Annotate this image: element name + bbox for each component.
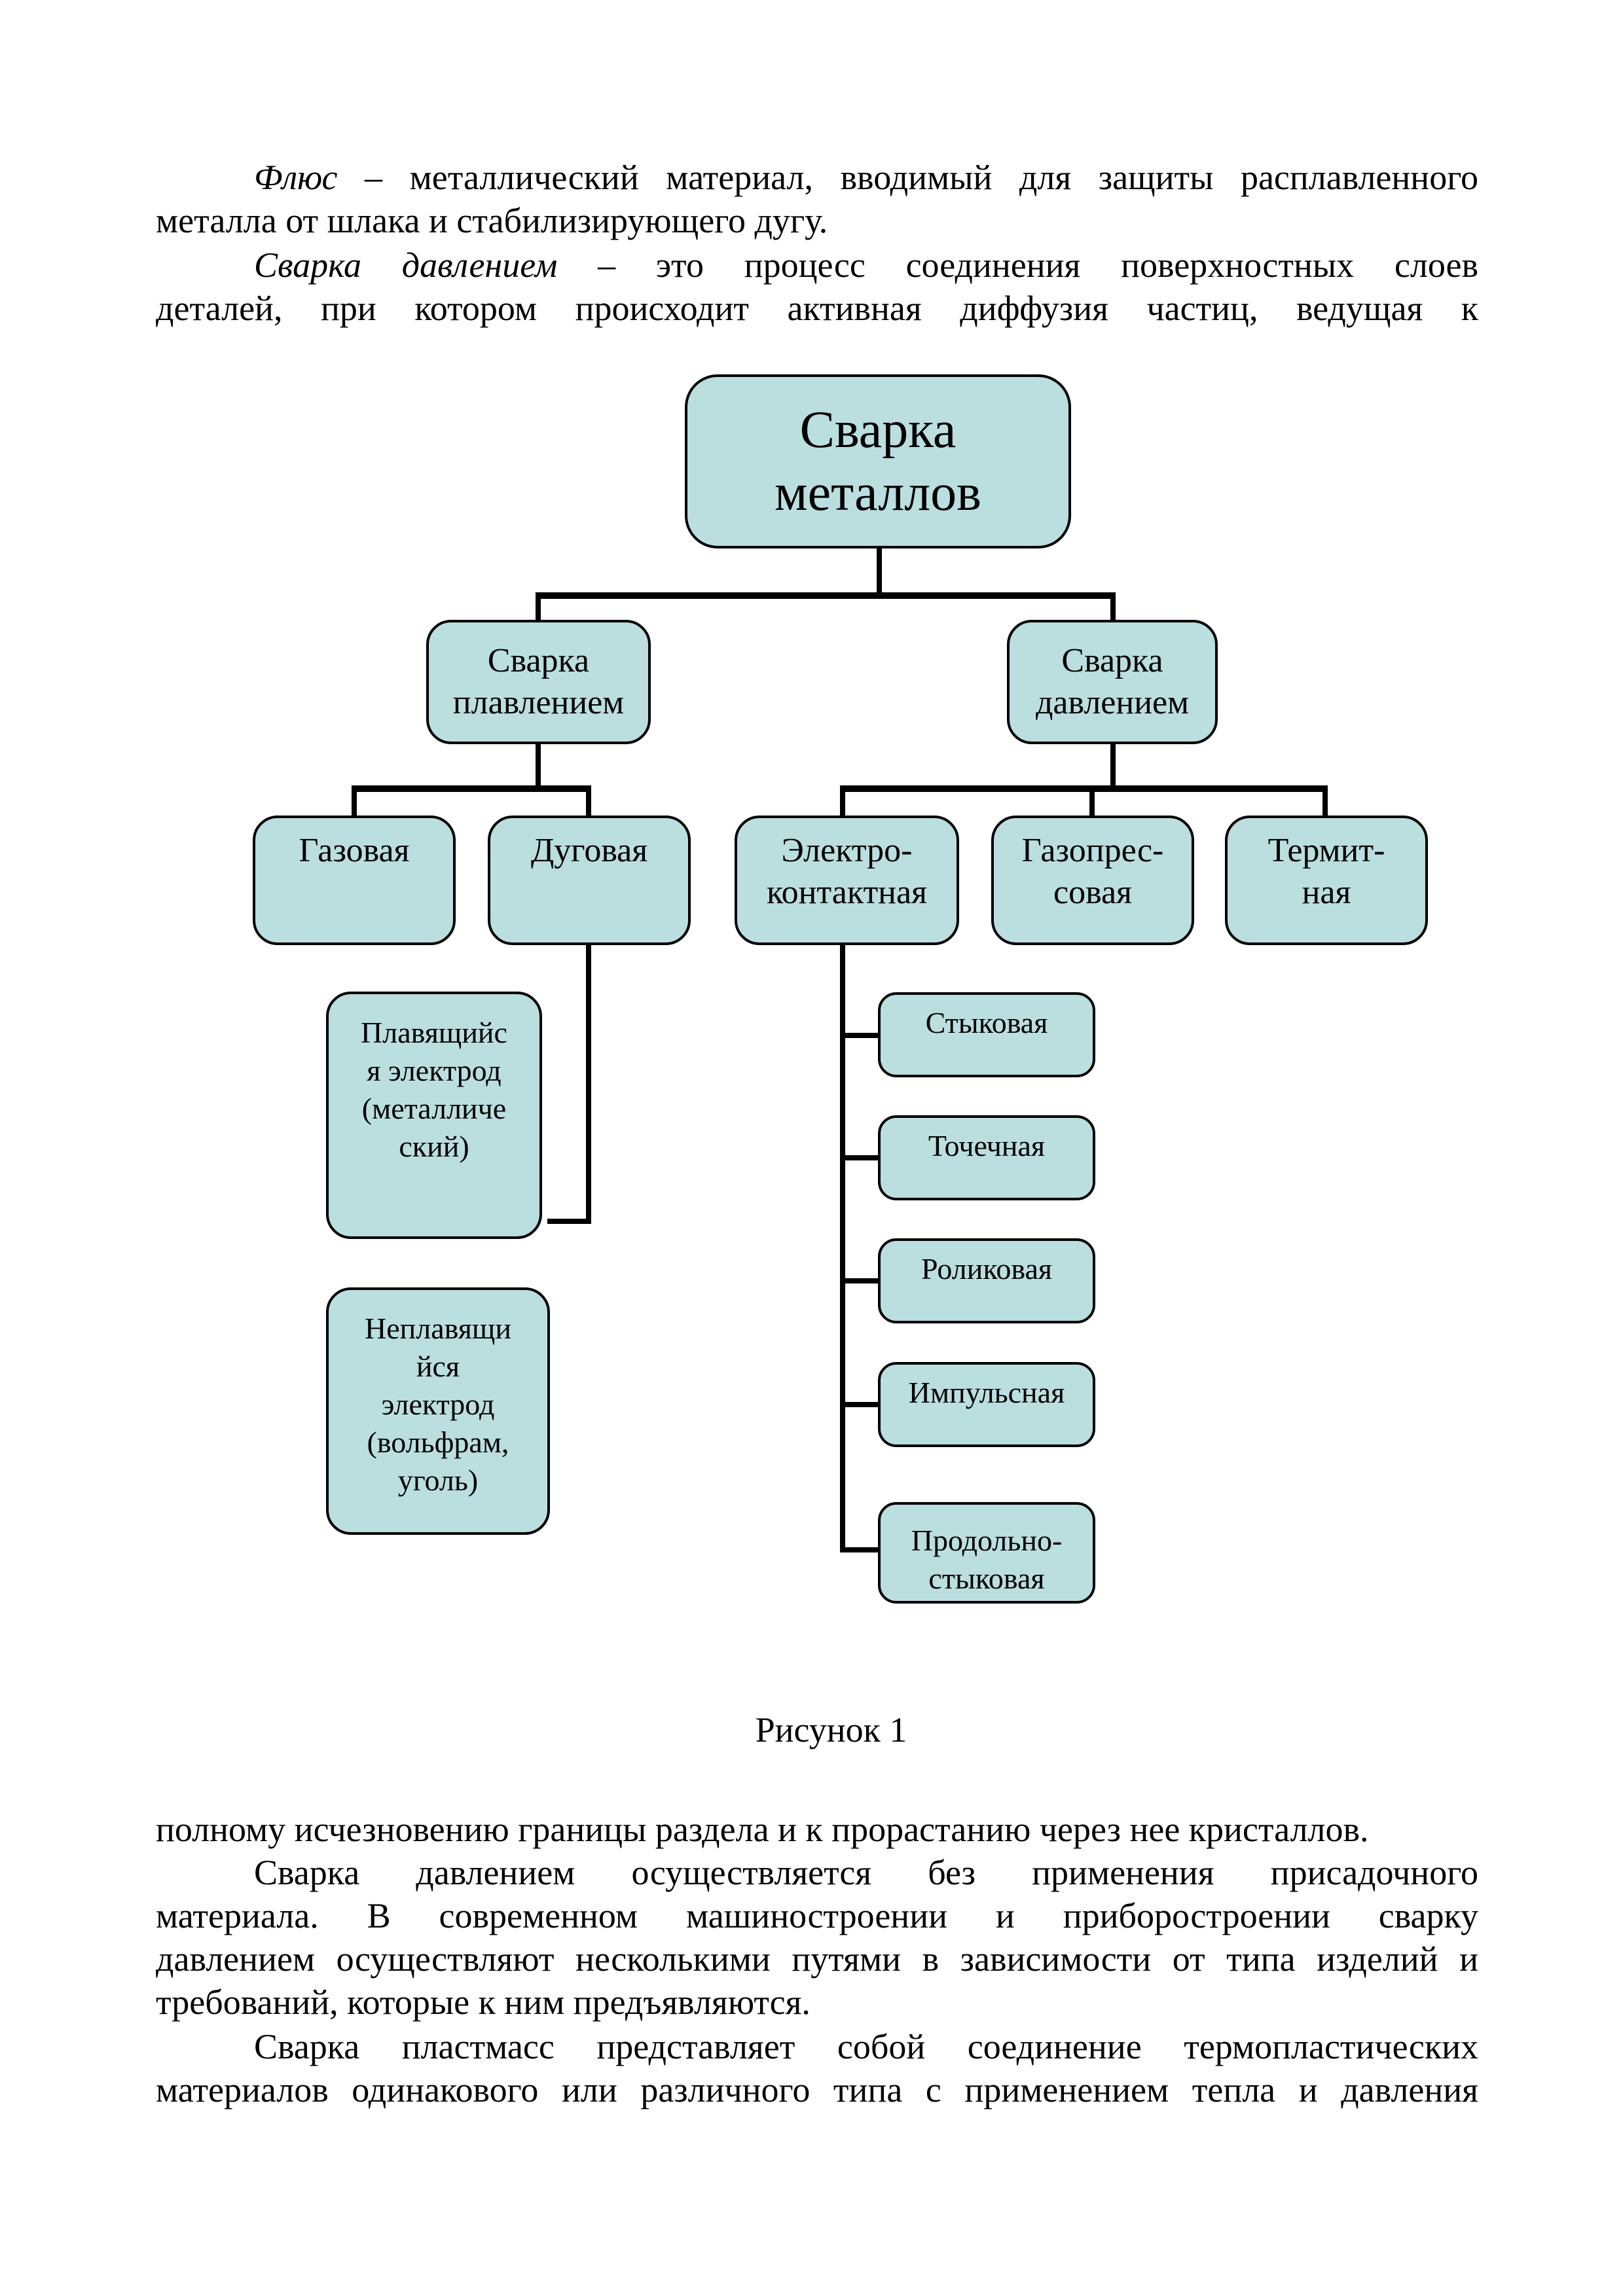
connector [536,740,541,791]
node-nonconsumable-electrode: Неплавящи йся электрод (вольфрам, уголь) [326,1287,550,1535]
paragraph-pressure-line-1: Сварка давлением – это процесс соединени… [254,245,1478,285]
connector [840,1402,879,1407]
node-gas-press: Газопрес-совая [991,816,1194,945]
node-arc: Дуговая [488,816,691,945]
node-longitudinal-butt: Продольно-стыковая [878,1502,1095,1604]
text-line: полному исчезновению границы раздела и к… [156,1810,1369,1849]
figure-caption: Рисунок 1 [755,1710,907,1749]
term-pressure-welding: Сварка давлением [254,245,558,285]
connector [547,1219,591,1224]
connector [840,1547,879,1552]
node-thermite: Термит-ная [1225,816,1428,945]
connector [352,785,591,792]
connector [1110,740,1116,791]
connector [840,1278,879,1283]
term-flux: Флюс [254,158,338,197]
connector [840,1155,879,1160]
text-line: материалов одинакового или различного ти… [156,2070,1478,2109]
text-line: давлением осуществляют несколькими путям… [156,1939,1478,1979]
node-spot: Точечная [878,1115,1095,1200]
text-line: материала. В современном машиностроении … [156,1896,1478,1935]
connector [352,785,357,818]
text-line: Сварка пластмасс представляет собой соед… [254,2027,1478,2066]
node-butt: Стыковая [878,992,1095,1077]
node-gas: Газовая [253,816,456,945]
connector [586,785,591,818]
paragraph-pressure-line-2: деталей, при котором происходит активная… [156,289,1478,328]
connector [536,592,541,621]
node-pulse: Импульсная [878,1362,1095,1447]
connector [1110,592,1116,621]
node-seam: Роликовая [878,1238,1095,1323]
connector [877,547,882,597]
connector [586,942,591,1224]
connector [840,785,845,818]
connector [536,592,1116,599]
paragraph-flux-line-2: металла от шлака и стабилизирующего дугу… [156,201,828,240]
connector [840,942,845,1552]
connector [840,1033,879,1038]
text-line: требований, которые к ним предъявляются. [156,1982,811,2022]
text-line: Сварка давлением осуществляется без прим… [254,1853,1478,1892]
connector [1322,785,1328,818]
paragraph-flux-line-1: Флюс – металлический материал, вводимый … [254,158,1478,197]
node-electrocontact: Электро-контактная [735,816,959,945]
node-consumable-electrode: Плавящийс я электрод (металличе ский) [326,992,542,1239]
connector [1089,785,1095,818]
connector [840,785,1328,792]
